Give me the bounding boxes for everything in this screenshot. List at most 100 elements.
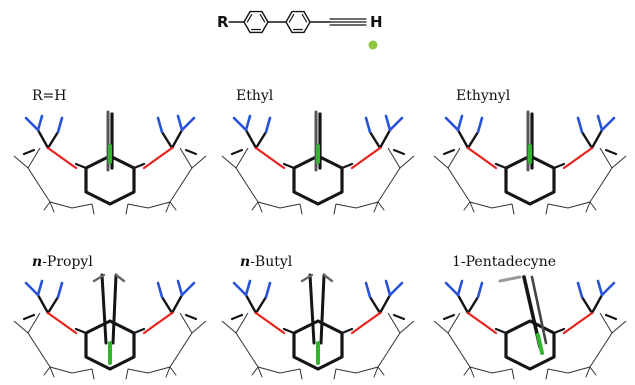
framework-wire-2 bbox=[469, 201, 513, 209]
framework-wire-1 bbox=[589, 320, 627, 368]
formula-r-label: R bbox=[217, 13, 229, 31]
arm-outer-left bbox=[22, 313, 36, 321]
nitrogen-bond-right-b bbox=[180, 281, 196, 297]
framework-wire-5 bbox=[387, 147, 401, 169]
panel-label-n-butyl: n-Butyl bbox=[240, 254, 293, 270]
panel-label-1-pentadecyne: 1-Pentadecyne bbox=[452, 254, 557, 270]
ring-substituent-right bbox=[340, 327, 354, 335]
oxygen-bond-left-a bbox=[46, 146, 64, 160]
phenyl-ring-1-double-bond-2 bbox=[259, 13, 266, 23]
framework-wire-2 bbox=[257, 366, 301, 374]
arm-branch-right bbox=[580, 295, 594, 315]
methyl-stub-1 bbox=[257, 366, 263, 378]
framework-wire-2 bbox=[49, 201, 93, 209]
chlorine-bond bbox=[536, 333, 544, 355]
arm-outer-left bbox=[442, 148, 456, 156]
arm-branch-right bbox=[580, 130, 594, 150]
ring-substituent-right bbox=[132, 327, 146, 335]
framework-wire-2 bbox=[257, 201, 301, 209]
ring-substituent-right bbox=[132, 162, 146, 170]
arm-carbon-bond-right bbox=[170, 293, 184, 315]
framework-wire-0 bbox=[221, 320, 259, 368]
framework-wire-2 bbox=[49, 366, 93, 374]
nitrogen-bond-right-c bbox=[156, 116, 164, 134]
host-aromatic-ring bbox=[292, 319, 344, 371]
complex-model-1-pentadecyne bbox=[433, 275, 627, 380]
panel-label-n-propyl: n-Propyl bbox=[32, 254, 93, 270]
nitrogen-bond-left-a bbox=[456, 114, 464, 132]
arm-outer-left bbox=[230, 148, 244, 156]
ring-substituent-left bbox=[282, 162, 296, 170]
arm-branch-right bbox=[368, 295, 382, 315]
arm-outer-right bbox=[392, 148, 406, 156]
guest-chain-right bbox=[114, 273, 126, 283]
methyl-stub-5 bbox=[333, 203, 337, 215]
framework-wire-0 bbox=[221, 155, 259, 203]
oxygen-bond-left-a bbox=[254, 146, 272, 160]
methyl-stub-1 bbox=[49, 201, 55, 213]
framework-wire-5 bbox=[599, 147, 613, 169]
nitrogen-bond-right-a bbox=[176, 279, 184, 297]
ring-substituent-right bbox=[340, 162, 354, 170]
methyl-stub-1 bbox=[49, 366, 55, 378]
guest-rod-right bbox=[111, 273, 118, 345]
oxygen-bond-left-b bbox=[480, 321, 498, 335]
nitrogen-bond-left-b bbox=[24, 116, 40, 132]
nitrogen-bond-left-b bbox=[24, 281, 40, 297]
framework-wire-3 bbox=[335, 201, 379, 209]
framework-wire-4 bbox=[447, 147, 461, 169]
framework-wire-4 bbox=[235, 312, 249, 334]
nitrogen-bond-right-a bbox=[596, 114, 604, 132]
oxygen-bond-right-a bbox=[364, 146, 382, 160]
phenyl-ring-2-double-bond-1 bbox=[288, 13, 295, 23]
arm-outer-left bbox=[22, 148, 36, 156]
nitrogen-bond-right-b bbox=[180, 116, 196, 132]
panel-label-ethynyl: Ethynyl bbox=[456, 88, 511, 104]
arm-carbon-bond-left bbox=[456, 293, 470, 315]
methyl-stub-2 bbox=[377, 366, 385, 376]
complex-model-n-propyl bbox=[13, 273, 207, 380]
arm-carbon-bond-left bbox=[36, 293, 50, 315]
methyl-stub-3 bbox=[165, 201, 171, 213]
methyl-stub-5 bbox=[125, 203, 129, 215]
arm-branch-right bbox=[160, 295, 174, 315]
guest-rod-right bbox=[319, 273, 326, 345]
framework-wire-5 bbox=[179, 147, 193, 169]
framework-wire-1 bbox=[169, 320, 207, 368]
host-aromatic-ring bbox=[504, 319, 556, 371]
nitrogen-bond-left-b bbox=[232, 116, 248, 132]
methyl-stub-2 bbox=[589, 366, 597, 376]
framework-wire-0 bbox=[433, 155, 471, 203]
oxygen-bond-right-a bbox=[364, 311, 382, 325]
methyl-stub-2 bbox=[169, 201, 177, 211]
oxygen-bond-right-b bbox=[350, 156, 368, 170]
ring-substituent-left bbox=[74, 162, 88, 170]
arm-branch-left bbox=[466, 295, 480, 315]
arm-outer-right bbox=[604, 148, 618, 156]
nitrogen-bond-right-a bbox=[176, 114, 184, 132]
oxygen-bond-left-a bbox=[46, 311, 64, 325]
oxygen-bond-right-b bbox=[142, 321, 160, 335]
nitrogen-bond-left-c bbox=[264, 281, 272, 299]
arm-outer-left bbox=[442, 313, 456, 321]
framework-wire-1 bbox=[377, 155, 415, 203]
nitrogen-bond-left-a bbox=[244, 279, 252, 297]
arm-branch-left bbox=[466, 130, 480, 150]
complex-model-r-h bbox=[13, 110, 207, 215]
oxygen-bond-left-b bbox=[480, 156, 498, 170]
nitrogen-bond-right-b bbox=[388, 281, 404, 297]
framework-wire-3 bbox=[127, 366, 171, 374]
arm-outer-left bbox=[230, 313, 244, 321]
nitrogen-bond-left-b bbox=[444, 116, 460, 132]
complex-model-ethynyl bbox=[433, 110, 627, 215]
nitrogen-bond-right-b bbox=[600, 116, 616, 132]
formula-h-label: H bbox=[370, 13, 383, 31]
methyl-stub-3 bbox=[165, 366, 171, 378]
methyl-stub-1 bbox=[257, 201, 263, 213]
arm-branch-right bbox=[368, 130, 382, 150]
arm-carbon-bond-left bbox=[244, 128, 258, 150]
oxygen-bond-right-b bbox=[142, 156, 160, 170]
nitrogen-bond-left-c bbox=[56, 281, 64, 299]
framework-wire-3 bbox=[127, 201, 171, 209]
nitrogen-bond-left-a bbox=[36, 279, 44, 297]
